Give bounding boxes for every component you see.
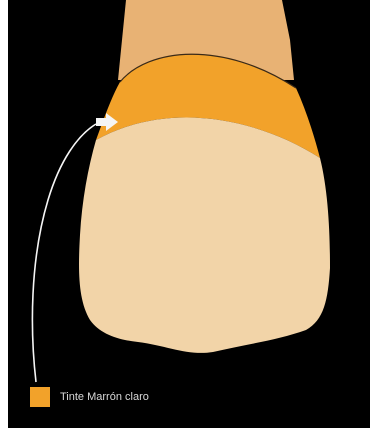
legend-label: Tinte Marrón claro: [60, 391, 149, 403]
legend: Tinte Marrón claro: [30, 386, 149, 408]
diagram-panel: Tinte Marrón claro: [8, 0, 370, 428]
tooth-illustration: [8, 0, 370, 428]
legend-swatch: [30, 387, 50, 407]
tooth-crown: [79, 118, 330, 353]
